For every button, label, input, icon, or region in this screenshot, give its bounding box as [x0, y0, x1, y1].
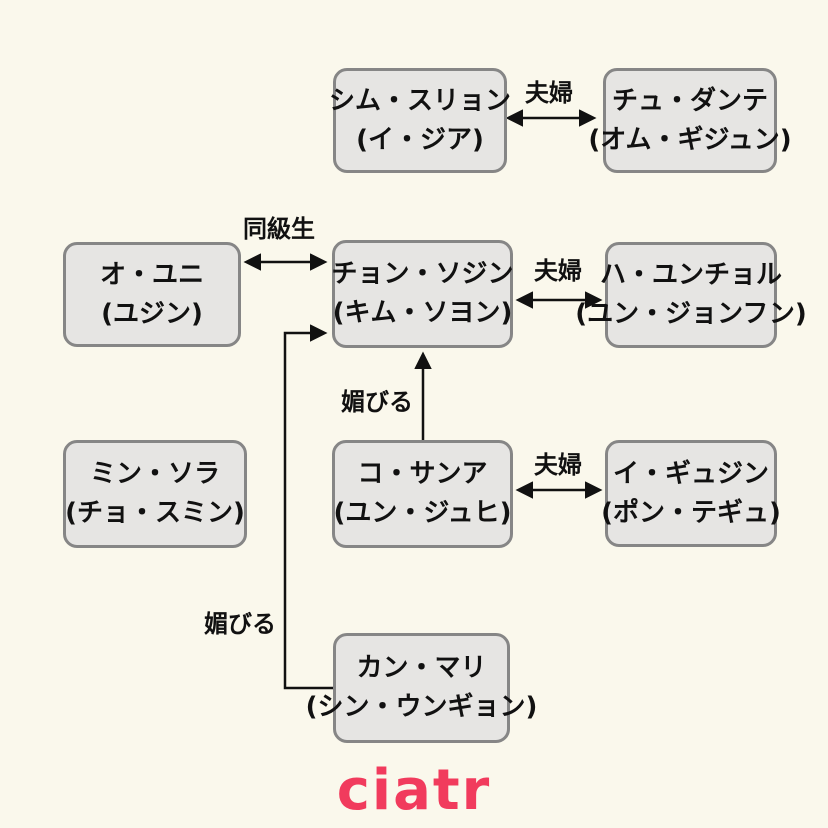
- node-ju-dante: チュ・ダンテ (オム・ギジュン): [588, 68, 792, 173]
- character-name: チュ・ダンテ: [611, 85, 768, 116]
- actor-name: (オム・ギジュン): [588, 124, 792, 155]
- node-min-sora: ミン・ソラ (チョ・スミン): [63, 440, 247, 548]
- character-name: ハ・ユンチョル: [600, 260, 783, 290]
- edge-label-kobiru-elbow: 媚びる: [204, 610, 276, 638]
- edge-label-fufu-top: 夫婦: [525, 79, 573, 107]
- character-name: シム・スリョン: [329, 85, 512, 116]
- edge-label-kobiru-vertical: 媚びる: [341, 388, 413, 416]
- character-name: コ・サンア: [357, 459, 488, 489]
- edge-label-fufu-bottom: 夫婦: [534, 451, 582, 479]
- node-cheon-seojin: チョン・ソジン (キム・ソヨン): [331, 240, 514, 348]
- character-name: イ・ギュジン: [612, 458, 769, 489]
- actor-name: (ユン・ジョンフン): [575, 299, 807, 329]
- actor-name: (イ・ジア): [356, 124, 484, 155]
- actor-name: (ユン・ジュヒ): [333, 498, 512, 528]
- actor-name: (シン・ウンギョン): [305, 692, 538, 722]
- node-go-sanga: コ・サンア (ユン・ジュヒ): [332, 440, 513, 548]
- node-shim-suryeon: シム・スリョン (イ・ジア): [329, 68, 511, 173]
- node-oh-yuni: オ・ユニ (ユジン): [63, 242, 241, 347]
- edge-line-kobiru-elbow: [283, 324, 333, 690]
- edge-label-fufu-middle: 夫婦: [534, 257, 582, 285]
- actor-name: (キム・ソヨン): [332, 298, 513, 328]
- ciatr-logo: ciatr: [336, 758, 492, 823]
- edge-label-dokyusei: 同級生: [243, 215, 315, 243]
- node-kang-mari: カン・マリ (シン・ウンギョン): [306, 633, 537, 743]
- character-name: オ・ユニ: [99, 259, 204, 290]
- node-lee-gyujin: イ・ギュジン (ポン・テギュ): [601, 440, 781, 547]
- character-name: チョン・ソジン: [331, 259, 514, 289]
- actor-name: (ユジン): [101, 298, 203, 329]
- character-name: カン・マリ: [356, 653, 487, 683]
- actor-name: (チョ・スミン): [65, 498, 245, 528]
- node-ha-yunchol: ハ・ユンチョル (ユン・ジョンフン): [575, 242, 807, 348]
- character-name: ミン・ソラ: [89, 459, 220, 489]
- actor-name: (ポン・テギュ): [601, 497, 781, 528]
